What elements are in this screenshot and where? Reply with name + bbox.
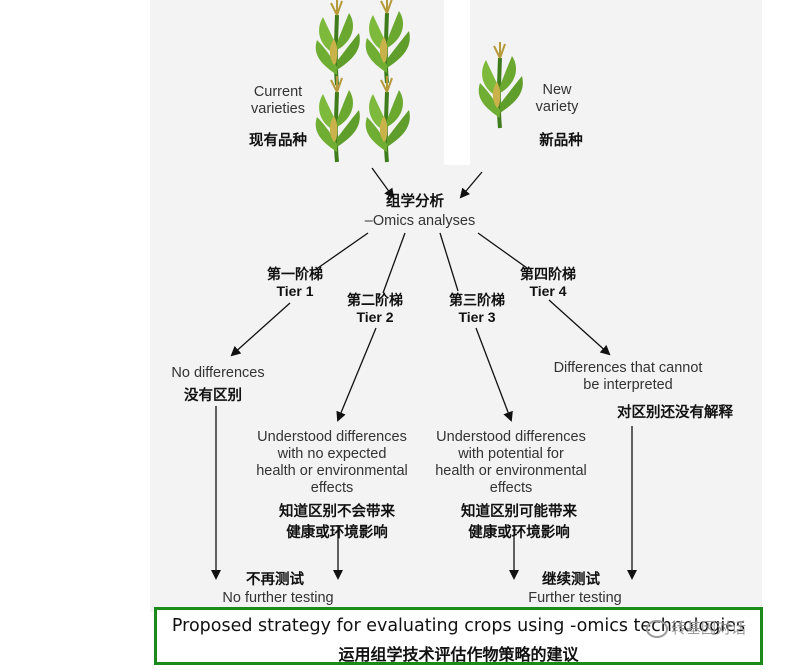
tier-3-en: Tier 3 <box>458 309 496 325</box>
tier-1-label: 第一阶梯 Tier 1 <box>252 266 338 300</box>
corn-plant-icon <box>363 0 412 85</box>
connector-line <box>477 232 528 269</box>
current-varieties-label: Current varieties <box>232 84 324 118</box>
arrow <box>459 171 483 199</box>
current-varieties-cn: 现有品种 <box>249 133 307 149</box>
no-effect-line3: health or environmental <box>256 463 408 479</box>
tier-2-cn: 第二阶梯 <box>347 292 403 308</box>
tier-4-en: Tier 4 <box>529 283 567 299</box>
tier-3-cn: 第三阶梯 <box>449 292 505 308</box>
image-divider <box>444 0 470 165</box>
tier-2-label: 第二阶梯 Tier 2 <box>332 292 418 326</box>
understood-potential-cn: 知道区别可能带来 健康或环境影响 <box>434 504 604 542</box>
uninterpreted-line1: Differences that cannot <box>553 360 703 376</box>
further-testing-en: Further testing <box>528 590 622 606</box>
arrow <box>230 302 291 357</box>
current-varieties-line2: varieties <box>251 101 305 117</box>
tier-2-en: Tier 2 <box>356 309 394 325</box>
no-effect-cn-line1: 知道区别不会带来 <box>279 504 395 520</box>
no-effect-line1: Understood differences <box>257 429 407 445</box>
uninterpreted-en: Differences that cannot be interpreted <box>538 360 718 394</box>
omics-en: –Omics analyses <box>364 213 476 229</box>
uninterpreted-line2: be interpreted <box>583 377 673 393</box>
potential-line3: health or environmental <box>435 463 587 479</box>
watermark: 转基因对话 <box>646 617 746 638</box>
current-varieties-line1: Current <box>253 84 303 100</box>
understood-no-effect-cn: 知道区别不会带来 健康或环境影响 <box>252 504 422 542</box>
no-effect-line2: with no expected <box>277 446 387 462</box>
arrow <box>336 327 377 422</box>
arrow <box>475 327 513 422</box>
potential-cn-line2: 健康或环境影响 <box>468 525 570 541</box>
no-effect-line4: effects <box>310 480 354 496</box>
caption-cn: 运用组学技术评估作物策略的建议 <box>338 645 579 664</box>
uninterpreted-cn: 对区别还没有解释 <box>617 405 733 421</box>
caption-en: Proposed strategy for evaluating crops u… <box>171 616 746 636</box>
no-differences-cn: 没有区别 <box>184 388 242 404</box>
tier-4-label: 第四阶梯 Tier 4 <box>505 266 591 300</box>
right-margin <box>762 0 810 612</box>
potential-line1: Understood differences <box>436 429 586 445</box>
no-further-testing-cn: 不再测试 <box>246 572 304 588</box>
wechat-logo-icon <box>646 619 668 638</box>
further-testing-cn: 继续测试 <box>542 572 600 588</box>
caption-box: Proposed strategy for evaluating crops u… <box>154 607 763 665</box>
connector-line <box>314 232 369 271</box>
tier-4-cn: 第四阶梯 <box>520 266 576 282</box>
corn-plant-icon <box>476 40 525 130</box>
connector-line <box>382 232 406 294</box>
understood-potential-en: Understood differences with potential fo… <box>421 429 601 497</box>
new-variety-line1: New <box>542 82 572 98</box>
potential-cn-line1: 知道区别可能带来 <box>461 504 577 520</box>
no-effect-cn-line2: 健康或环境影响 <box>286 525 388 541</box>
corn-plant-icon <box>363 74 412 164</box>
potential-line2: with potential for <box>458 446 564 462</box>
new-variety-cn: 新品种 <box>539 133 583 149</box>
tier-1-cn: 第一阶梯 <box>267 266 323 282</box>
new-variety-line2: variety <box>535 99 579 115</box>
new-variety-label: New variety <box>522 82 592 116</box>
arrow <box>371 167 395 199</box>
watermark-text: 转基因对话 <box>671 619 747 637</box>
omics-cn: 组学分析 <box>386 194 444 210</box>
tier-1-en: Tier 1 <box>276 283 314 299</box>
connector-line <box>439 232 459 292</box>
tier-3-label: 第三阶梯 Tier 3 <box>434 292 520 326</box>
potential-line4: effects <box>489 480 533 496</box>
understood-no-effect-en: Understood differences with no expected … <box>242 429 422 497</box>
no-further-testing-en: No further testing <box>222 590 334 606</box>
corn-plant-icon <box>313 0 362 87</box>
no-differences-en: No differences <box>171 365 265 381</box>
arrow <box>548 299 611 356</box>
